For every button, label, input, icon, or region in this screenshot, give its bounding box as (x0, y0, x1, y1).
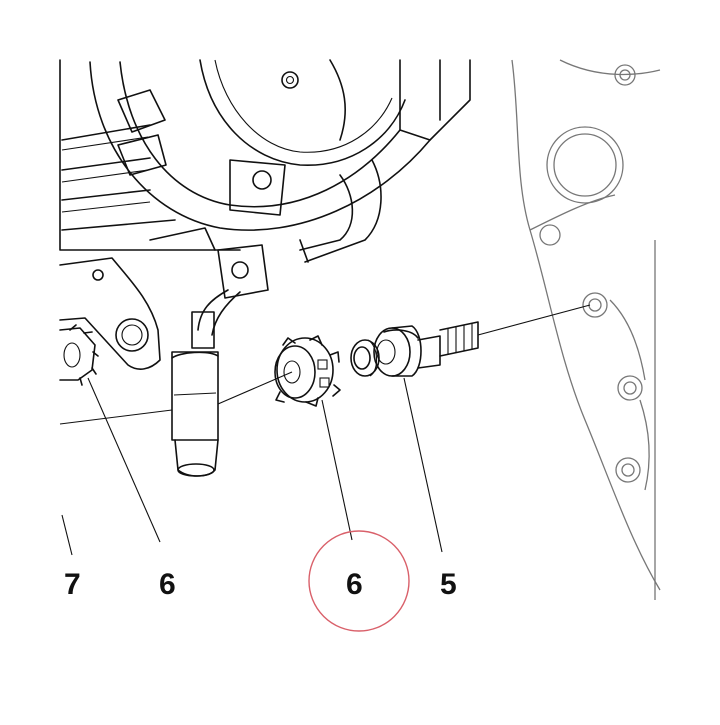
engine-casing (511, 59, 661, 600)
washer (350, 339, 380, 377)
leader-lines (61, 377, 443, 556)
left-tone-ring (59, 324, 99, 386)
callout-6-left: 6 (159, 568, 176, 601)
callout-7: 7 (64, 568, 81, 601)
stator-assembly (59, 59, 471, 299)
highlight-circle (308, 530, 410, 632)
stud-bolt (373, 321, 479, 377)
tone-wheel (274, 335, 341, 407)
speed-sensor (171, 289, 241, 477)
callout-6-center: 6 (346, 568, 363, 601)
left-bracket (59, 257, 161, 370)
assembly-axis (59, 304, 591, 425)
callout-5: 5 (440, 568, 457, 601)
